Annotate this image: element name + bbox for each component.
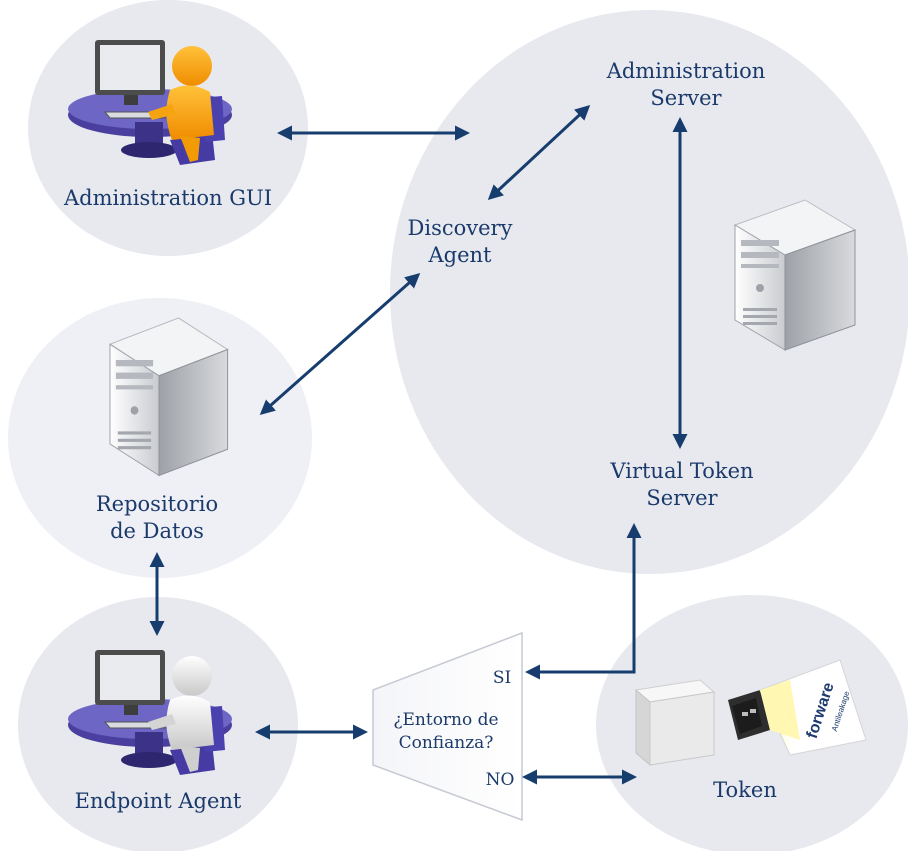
endpoint-agent-label: Endpoint Agent (75, 789, 242, 813)
repositorio-label-line2: de Datos (110, 519, 204, 543)
decision-question-line1: ¿Entorno de (393, 710, 498, 730)
repositorio-label-line1: Repositorio (96, 492, 218, 516)
arrow-si-vts (525, 523, 642, 680)
server-tower-icon (733, 199, 857, 351)
repositorio-server-icon (108, 317, 229, 477)
administration-server-label-line1: Administration (606, 59, 766, 83)
virtual-token-server-label-line2: Server (646, 486, 718, 510)
decision-question-line2: Confianza? (399, 733, 494, 753)
discovery-agent-label-line1: Discovery (408, 216, 513, 240)
endpoint-workstation-icon (68, 650, 232, 775)
connector-arrows (149, 104, 688, 785)
arrow-discovery-repositorio (259, 273, 421, 415)
decision-yes-label: SI (493, 668, 511, 688)
administration-gui-label: Administration GUI (63, 186, 272, 210)
usb-token-icon: forware Antileakage (728, 659, 867, 756)
arrow-discovery-adminserver (487, 104, 591, 201)
virtual-token-server-label-line1: Virtual Token (609, 459, 753, 483)
administration-server-label-line2: Server (650, 86, 722, 110)
node-labels: Administration GUI Administration Server… (63, 59, 777, 813)
token-label: Token (713, 778, 777, 802)
decision-no-label: NO (486, 770, 515, 790)
decision-box: ¿Entorno de Confianza? SI NO (372, 631, 523, 822)
token-block-icon (634, 679, 716, 767)
admin-workstation-icon (68, 40, 232, 165)
discovery-agent-label-line2: Agent (428, 243, 493, 267)
